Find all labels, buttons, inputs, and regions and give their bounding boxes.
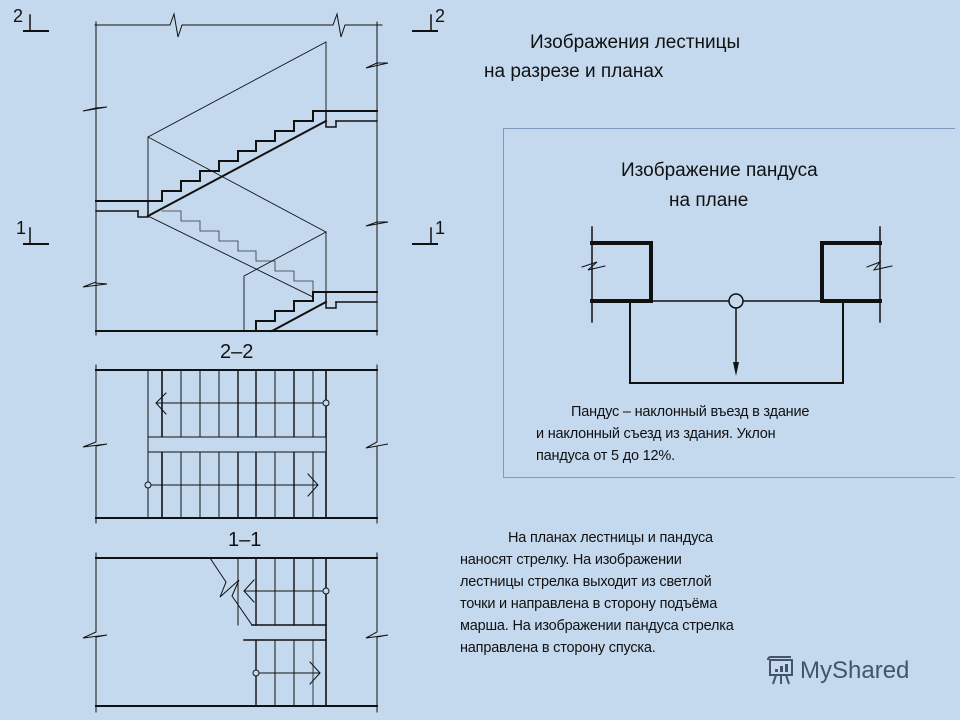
note-line: марша. На изображении пандуса стрелка xyxy=(460,618,734,634)
cut-mark-2-left: 2 xyxy=(13,6,24,26)
cut-mark-glyphs xyxy=(23,14,438,245)
watermark: MyShared xyxy=(766,656,909,686)
ramp-description-line: пандуса от 5 до 12%. xyxy=(536,448,675,464)
ramp-title-line1: Изображение пандуса xyxy=(621,160,818,181)
plan-2-2-label: 2–2 xyxy=(220,341,254,363)
plan-arrow-note: На планах лестницы и пандуса наносят стр… xyxy=(460,527,880,659)
ramp-title-line2: на плане xyxy=(669,190,749,211)
ramp-description-line: и наклонный съезд из здания. Уклон xyxy=(536,426,776,442)
page-title-line2: на разрезе и планах xyxy=(484,61,664,82)
ramp-description-line: Пандус – наклонный въезд в здание xyxy=(571,404,810,420)
plan-1-1-label: 1–1 xyxy=(228,529,262,551)
ramp-description: Пандус – наклонный въезд в здание и накл… xyxy=(536,401,946,467)
watermark-text: MyShared xyxy=(800,657,910,684)
ramp-plan-drawing xyxy=(581,226,893,384)
note-line: направлена в сторону спуска. xyxy=(460,640,656,656)
stair-plan-2-2 xyxy=(82,364,389,524)
stair-plan-1-1 xyxy=(82,552,389,713)
cut-mark-2-right: 2 xyxy=(435,6,446,26)
note-line: наносят стрелку. На изображении xyxy=(460,552,682,568)
note-line: На планах лестницы и пандуса xyxy=(508,530,713,546)
ramp-panel: Изображение пандуса на плане Пандус – на… xyxy=(503,128,955,478)
stair-section-drawing xyxy=(82,12,389,336)
page-title-line1: Изображения лестницы xyxy=(530,32,741,53)
cut-mark-1-left: 1 xyxy=(16,218,27,238)
note-line: точки и направлена в сторону подъёма xyxy=(460,596,718,612)
presentation-board-icon xyxy=(767,656,793,685)
note-line: лестницы стрелка выходит из светлой xyxy=(460,574,712,590)
cut-mark-1-right: 1 xyxy=(435,218,446,238)
